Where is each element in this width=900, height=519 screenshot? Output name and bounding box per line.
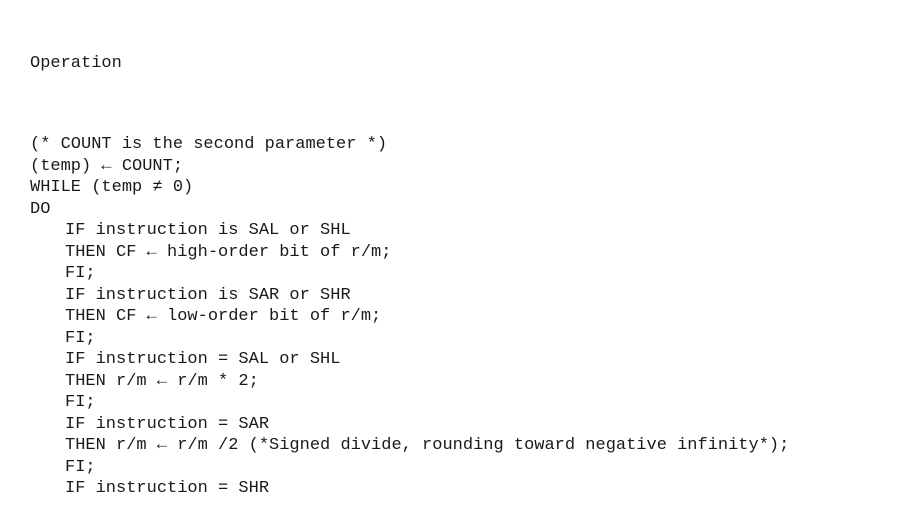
pseudocode-block: (* COUNT is the second parameter *) (temp… bbox=[30, 134, 789, 500]
code-line: WHILE (temp ≠ 0) bbox=[30, 178, 194, 197]
code-line: DO bbox=[30, 199, 51, 219]
document-page: Operation (* COUNT is the second paramet… bbox=[30, 15, 789, 519]
code-line: (* COUNT is the second parameter *) bbox=[30, 135, 388, 154]
code-line: FI; bbox=[65, 457, 96, 477]
code-line: (temp) ← COUNT; bbox=[30, 156, 184, 176]
section-heading: Operation bbox=[30, 54, 122, 73]
code-line: THEN r/m ← r/m /2 (*Signed divide, round… bbox=[65, 436, 790, 455]
code-line: IF instruction is SAR or SHR bbox=[65, 285, 351, 305]
code-line: IF instruction is SAL or SHL bbox=[65, 221, 351, 240]
code-line: FI; bbox=[65, 393, 96, 412]
code-line: IF instruction = SAL or SHL bbox=[65, 350, 341, 369]
code-line: THEN CF ← high-order bit of r/m; bbox=[65, 242, 392, 262]
code-line: FI; bbox=[65, 264, 96, 283]
code-line: IF instruction = SAR bbox=[65, 414, 270, 434]
code-line: THEN CF ← low-order bit of r/m; bbox=[65, 307, 382, 326]
code-line: FI; bbox=[65, 328, 96, 348]
code-line: THEN r/m ← r/m * 2; bbox=[65, 371, 259, 391]
code-line: IF instruction = SHR bbox=[65, 479, 270, 498]
